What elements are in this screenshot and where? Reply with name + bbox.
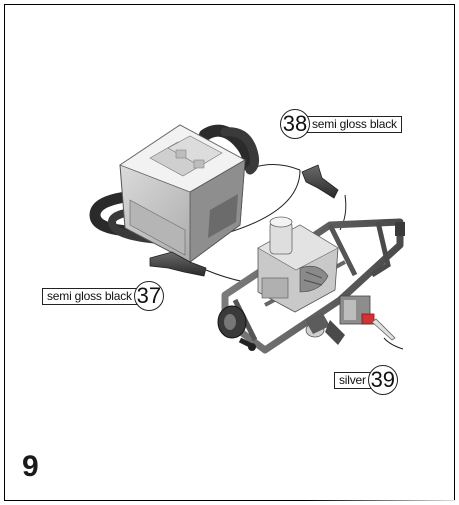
callout-number: 37 [133,281,164,311]
front-hub [217,305,256,351]
callout-number: 38 [280,109,310,139]
part-37-bracket [149,251,207,277]
exhaust-pipes-top [199,124,260,175]
page-frame [4,4,455,501]
page-bottom-rule-fade [304,500,455,501]
callout-label: silver [334,371,371,389]
callout-label: semi gloss black [307,115,402,133]
engine-block [119,124,246,263]
callout-38: 38 semi gloss black [280,109,402,139]
callout-label: semi gloss black [42,287,137,305]
step-number: 9 [22,450,39,483]
callout-number: 39 [367,365,398,395]
callout-39: silver 39 [334,365,398,395]
part-38-bracket [301,164,339,199]
transmission [257,216,339,313]
page-bottom-rule [4,500,304,501]
rear-parts [305,222,405,345]
callout-37: semi gloss black 37 [42,281,164,311]
